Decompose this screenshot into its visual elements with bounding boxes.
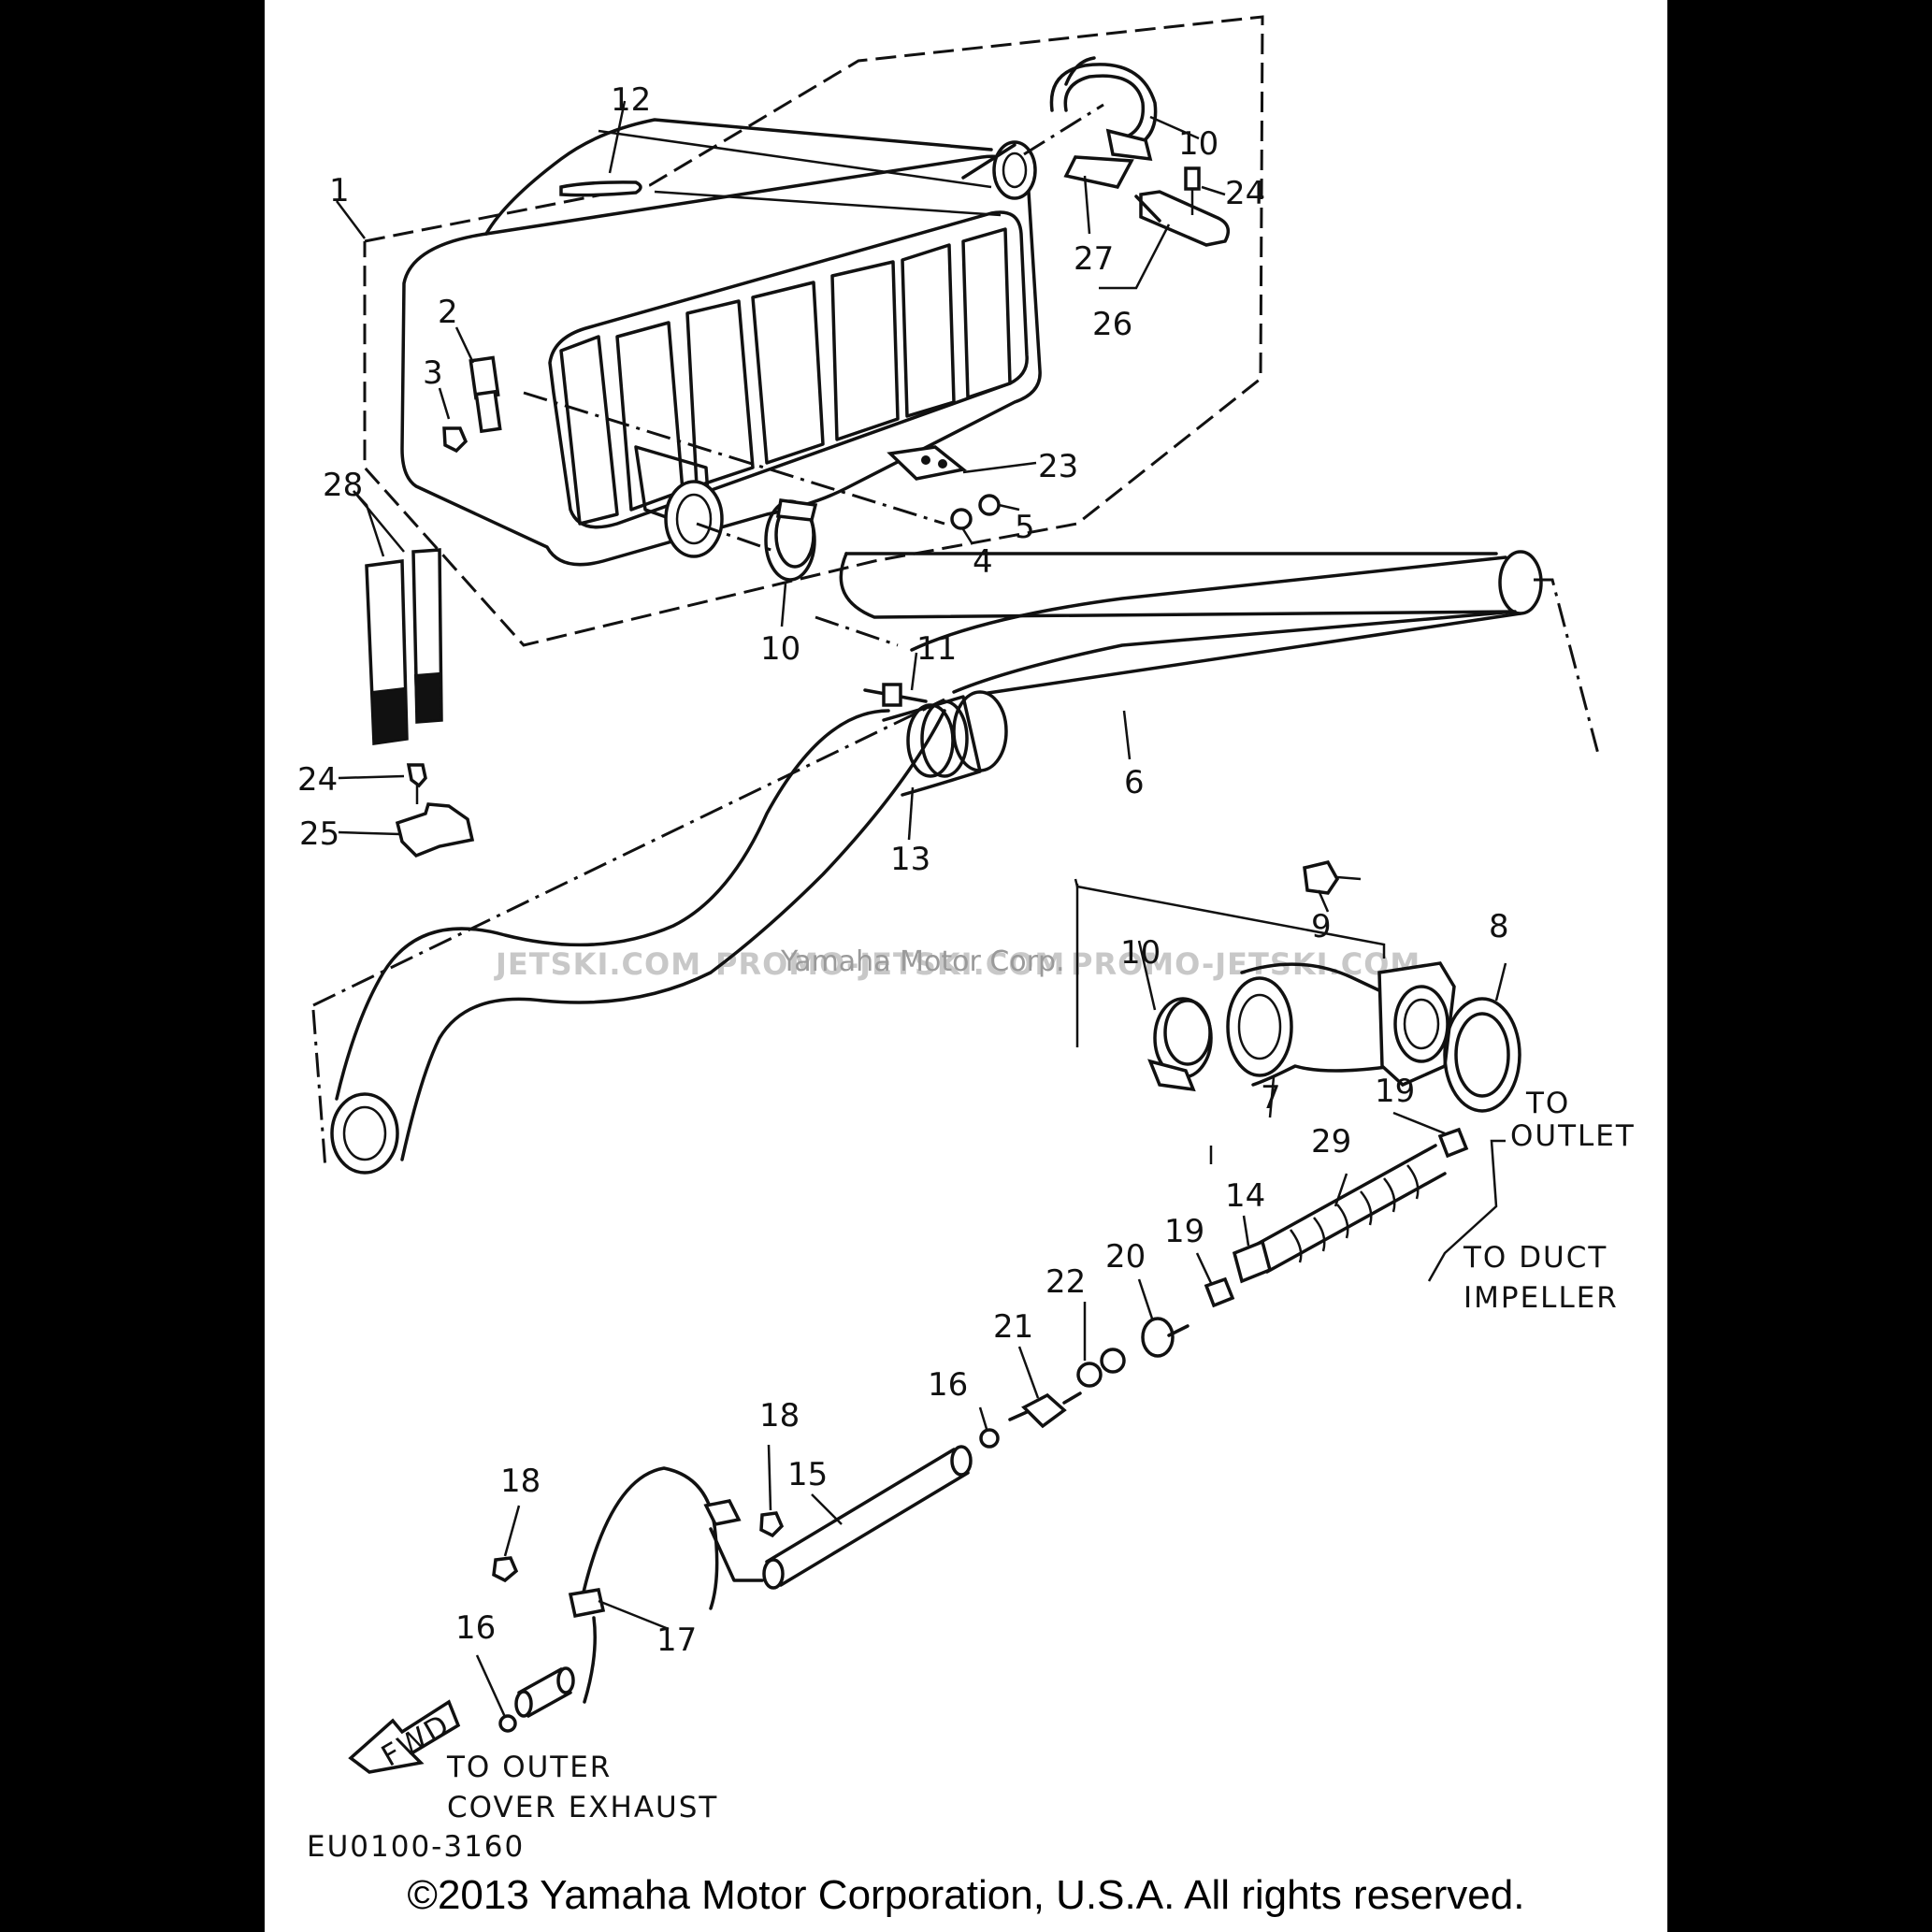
manifold-group: [1074, 859, 1521, 1113]
callout-28: 28: [323, 467, 363, 504]
callout-12: 12: [611, 81, 651, 119]
callout-2: 2: [438, 294, 458, 331]
washer-part-4: [950, 508, 973, 530]
callout-11: 11: [916, 630, 957, 668]
exhaust-pipe-part-6: [815, 550, 1601, 758]
watermark-right: PROMO-JETSKI.COM: [1071, 946, 1420, 982]
diagram-code: EU0100-3160: [307, 1830, 525, 1864]
strap-part-28: [365, 548, 443, 746]
to-duct-line2: IMPELLER: [1463, 1281, 1619, 1315]
watermark-left: JETSKI.COM: [494, 946, 701, 982]
callout-5: 5: [1015, 509, 1035, 546]
callout-15: 15: [787, 1456, 828, 1493]
to-outlet-line2: OUTLET: [1510, 1119, 1636, 1153]
forward-arrow-icon: FWD: [348, 1699, 461, 1774]
callout-10-low: 10: [1120, 934, 1161, 972]
watermark-mid: PROMO-JETSKI.COM: [715, 946, 1065, 982]
callout-14: 14: [1225, 1177, 1265, 1215]
watermark-company: Yamaha Motor Corp.: [780, 945, 1065, 978]
screw-part-3: [442, 426, 469, 454]
routing-notes: TO OUTLET TO DUCT IMPELLER TO OUTER COVE…: [307, 1087, 1636, 1864]
callout-22: 22: [1045, 1263, 1086, 1301]
callout-21: 21: [993, 1308, 1033, 1346]
bracket-part-23: [887, 445, 968, 481]
callout-19-top: 19: [1375, 1073, 1415, 1110]
callout-1: 1: [329, 172, 350, 209]
watermark: JETSKI.COM PROMO-JETSKI.COM PROMO-JETSKI…: [494, 945, 1420, 982]
callout-16-top: 16: [928, 1366, 968, 1404]
callout-24-bottom: 24: [297, 761, 338, 799]
callout-29: 29: [1311, 1123, 1351, 1161]
bolt-part-24-bottom: [406, 763, 427, 804]
callout-4: 4: [973, 543, 993, 581]
callout-17: 17: [656, 1622, 697, 1659]
callout-25: 25: [299, 815, 339, 853]
callout-numbers: 12 1 2 3 10 24 27 26 23 5 4 28 10 11 6 1…: [297, 81, 1509, 1659]
water-hose-group: [492, 1127, 1506, 1733]
hose-joint-part-13: [882, 690, 1008, 797]
leader-lines: [336, 100, 1507, 1718]
nut-part-5: [978, 494, 1001, 516]
callout-13: 13: [890, 841, 930, 878]
muffler-box: [363, 15, 1264, 647]
label-part-12: [559, 180, 642, 197]
grommet-part-2: [469, 355, 502, 434]
callout-8: 8: [1489, 908, 1509, 945]
callout-9: 9: [1311, 908, 1332, 945]
to-outlet-line1: TO: [1525, 1087, 1570, 1120]
rubber-plate-part-27: [1063, 155, 1134, 189]
bracket-part-26: [1134, 190, 1231, 247]
hose-clamp-part-10-mid: [764, 498, 818, 582]
to-duct-line1: TO DUCT: [1463, 1241, 1608, 1275]
callout-18-left: 18: [500, 1463, 541, 1500]
callout-24-top: 24: [1225, 175, 1265, 212]
hose-clamp-part-10-top: [1049, 56, 1158, 162]
clamp-part-11: [863, 683, 928, 707]
callout-6: 6: [1124, 764, 1145, 801]
callout-27: 27: [1074, 240, 1114, 278]
callout-10-mid: 10: [760, 630, 800, 668]
callout-20: 20: [1105, 1238, 1146, 1276]
bracket-part-25: [395, 802, 475, 858]
copyright-footer: ©2013 Yamaha Motor Corporation, U.S.A. A…: [407, 1872, 1525, 1918]
callout-7: 7: [1261, 1079, 1281, 1117]
bolt-part-24-top: [1184, 166, 1201, 215]
exhaust-hose: [311, 698, 946, 1175]
callout-23: 23: [1038, 448, 1078, 485]
callout-16-bottom: 16: [455, 1609, 496, 1647]
to-outer-line2: COVER EXHAUST: [447, 1791, 718, 1824]
callout-18-right: 18: [759, 1397, 800, 1435]
callout-19-bottom: 19: [1164, 1213, 1204, 1250]
callout-10-top: 10: [1178, 125, 1218, 163]
to-outer-line1: TO OUTER: [446, 1751, 612, 1784]
callout-26: 26: [1092, 306, 1132, 343]
callout-3: 3: [423, 354, 443, 392]
